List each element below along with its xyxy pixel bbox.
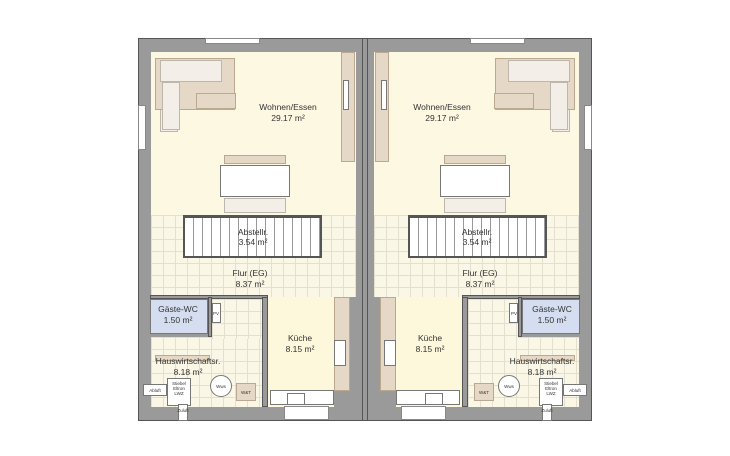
room-area: 8.37 m² — [235, 279, 265, 289]
room-name: Wohnen/Essen — [413, 102, 471, 112]
zuluft-label: Zuluft — [541, 408, 553, 413]
zuluft-label: Zuluft — [177, 408, 189, 413]
coffee-table — [494, 93, 534, 109]
wws-label: Wws — [216, 384, 226, 389]
abluft-label: Abluft — [149, 388, 161, 393]
water-heater — [498, 375, 520, 397]
wt-label: W&T — [479, 390, 489, 395]
room-name: Küche — [417, 333, 443, 343]
shelf — [155, 355, 210, 361]
wall-wc — [208, 297, 212, 337]
staircase — [183, 215, 322, 258]
sofa-chaise — [162, 82, 180, 130]
window-top — [205, 38, 260, 44]
washer — [236, 383, 256, 401]
room-name: Flur (EG) — [232, 268, 268, 278]
room-name: Abstellr. — [237, 227, 269, 237]
sofa — [160, 60, 222, 82]
cooktop — [334, 340, 346, 366]
pv-label: PV — [510, 311, 517, 316]
wall-wc — [518, 297, 522, 337]
window-left — [138, 105, 146, 150]
room-area: 8.15 m² — [415, 344, 445, 354]
kitchen — [268, 297, 334, 407]
room-name: Hauswirtschaftsr. — [509, 356, 575, 366]
wall-kitchen — [262, 297, 268, 407]
abluft-label: Abluft — [569, 388, 581, 393]
room-area: 8.15 m² — [285, 344, 315, 354]
room-name: Hauswirtschaftsr. — [155, 356, 221, 366]
washer — [474, 383, 494, 401]
sink — [425, 393, 443, 405]
room-area: 29.17 m² — [425, 113, 459, 123]
chairs-bottom — [444, 198, 506, 213]
window-kitchen — [284, 406, 329, 420]
lwz-label: Stiebel Eltron LWZ — [172, 381, 186, 396]
tv — [381, 80, 387, 110]
room-name: Flur (EG) — [462, 268, 498, 278]
sink — [287, 393, 305, 405]
room-name: Abstellr. — [461, 227, 493, 237]
guest-wc — [522, 299, 580, 334]
room-name: Gäste-WC — [158, 304, 198, 314]
coffee-table — [196, 93, 236, 109]
pv-box — [212, 303, 221, 323]
room-area: 29.17 m² — [271, 113, 305, 123]
room-name: Küche — [287, 333, 313, 343]
cooktop — [384, 340, 396, 366]
window-left — [584, 105, 592, 150]
room-area: 8.18 m² — [527, 367, 557, 377]
wall-kitchen — [462, 297, 468, 407]
room-area: 8.18 m² — [173, 367, 203, 377]
kitchen — [396, 297, 462, 407]
party-wall — [362, 38, 368, 421]
lwz-label: Stiebel Eltron LWZ — [544, 381, 558, 396]
lwz-box — [167, 378, 191, 406]
abluft-box — [143, 384, 167, 396]
guest-wc — [150, 299, 208, 334]
sofa-chaise — [550, 82, 568, 130]
pv-box — [509, 303, 518, 323]
window-kitchen — [401, 406, 446, 420]
window-top — [470, 38, 525, 44]
room-name: Gäste-WC — [532, 304, 572, 314]
shelf — [520, 355, 575, 361]
utility-hall — [468, 299, 518, 339]
abluft-box — [563, 384, 587, 396]
chairs-bottom — [224, 198, 286, 213]
wws-label: Wws — [504, 384, 514, 389]
room-area: 3.54 m² — [462, 237, 492, 247]
dining-table — [220, 165, 290, 197]
room-area: 8.37 m² — [465, 279, 495, 289]
water-heater — [210, 375, 232, 397]
zuluft-box — [542, 404, 552, 421]
room-name: Wohnen/Essen — [259, 102, 317, 112]
zuluft-box — [178, 404, 188, 421]
chairs-top — [444, 155, 506, 164]
dining-table — [440, 165, 510, 197]
tv — [343, 80, 349, 110]
wt-label: W&T — [241, 390, 251, 395]
room-area: 1.50 m² — [537, 315, 567, 325]
sofa — [508, 60, 570, 82]
pv-label: PV — [212, 311, 219, 316]
room-area: 3.54 m² — [238, 237, 268, 247]
lwz-box — [539, 378, 563, 406]
chairs-top — [224, 155, 286, 164]
staircase — [408, 215, 547, 258]
room-area: 1.50 m² — [163, 315, 193, 325]
